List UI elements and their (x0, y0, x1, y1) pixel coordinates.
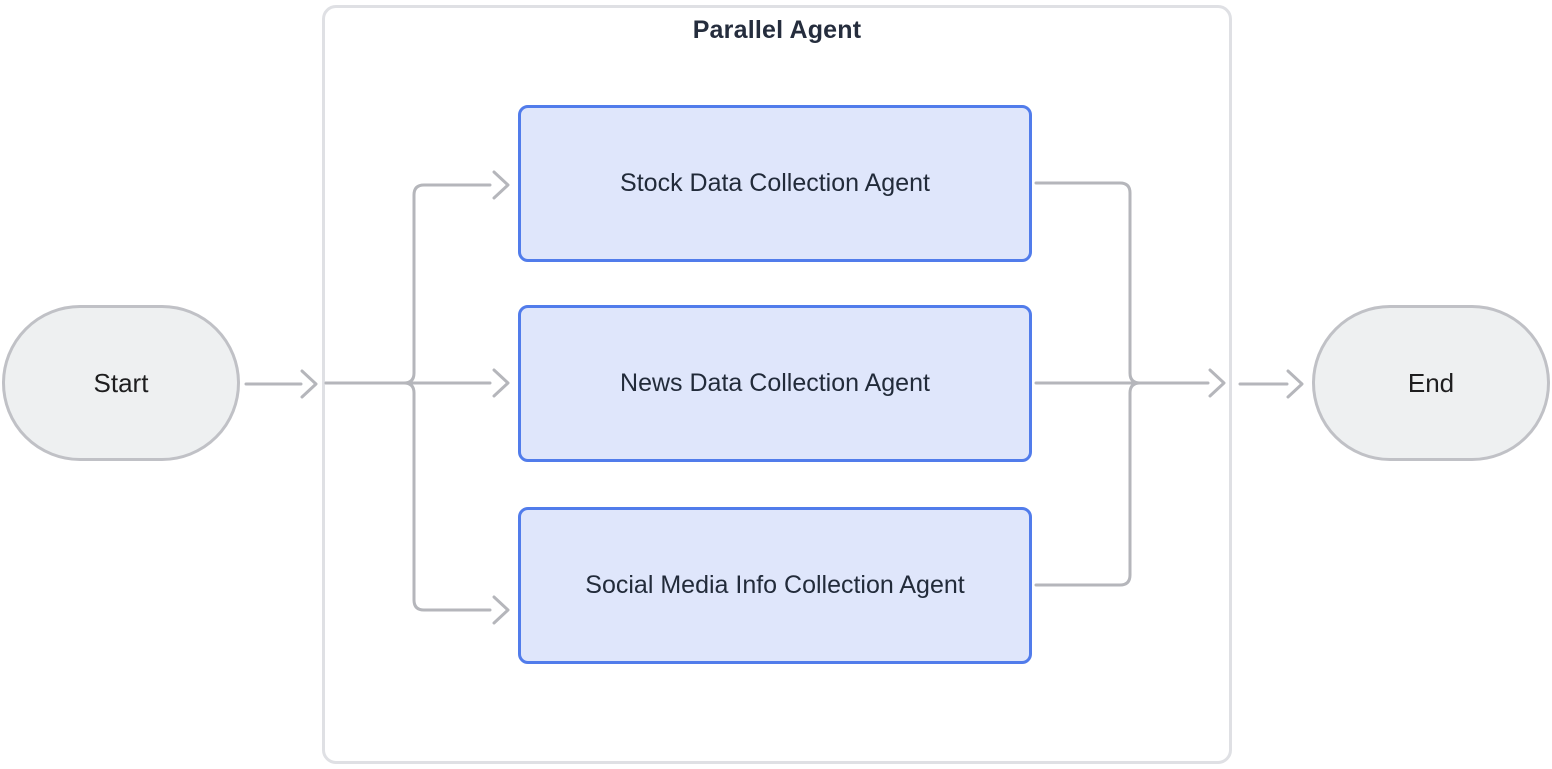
edge-start-to-parallel (244, 369, 318, 399)
stock-data-collection-agent-label: Stock Data Collection Agent (620, 169, 930, 197)
edge-fork-to-stock-agent (324, 170, 510, 385)
edge-stock-agent-to-merge (1034, 181, 1142, 385)
edge-fork-to-social-agent (324, 381, 510, 625)
arrowhead-icon (492, 595, 510, 625)
edge-line (1034, 181, 1142, 385)
start-node: Start (2, 305, 240, 461)
start-node-label: Start (93, 367, 149, 398)
stock-data-collection-agent-node: Stock Data Collection Agent (518, 105, 1032, 262)
edge-line (324, 381, 492, 612)
arrowhead-icon (492, 170, 510, 200)
arrowhead-icon (300, 369, 318, 399)
end-node-label: End (1407, 367, 1455, 398)
arrowhead-icon (1208, 368, 1226, 398)
edge-social-agent-to-merge (1034, 381, 1142, 587)
parallel-agent-container (322, 5, 1232, 764)
edge-parallel-to-end (1238, 369, 1304, 399)
social-media-info-collection-agent-label: Social Media Info Collection Agent (585, 571, 965, 599)
parallel-agent-title: Parallel Agent (692, 16, 862, 44)
edge-line (1034, 381, 1142, 587)
arrowhead-icon (1286, 369, 1304, 399)
edge-line (324, 183, 492, 385)
news-data-collection-agent-node: News Data Collection Agent (518, 305, 1032, 462)
arrowhead-icon (492, 368, 510, 398)
social-media-info-collection-agent-node: Social Media Info Collection Agent (518, 507, 1032, 664)
edge-news-agent-to-parallel-exit (1034, 368, 1226, 398)
news-data-collection-agent-label: News Data Collection Agent (620, 369, 930, 397)
end-node: End (1312, 305, 1550, 461)
